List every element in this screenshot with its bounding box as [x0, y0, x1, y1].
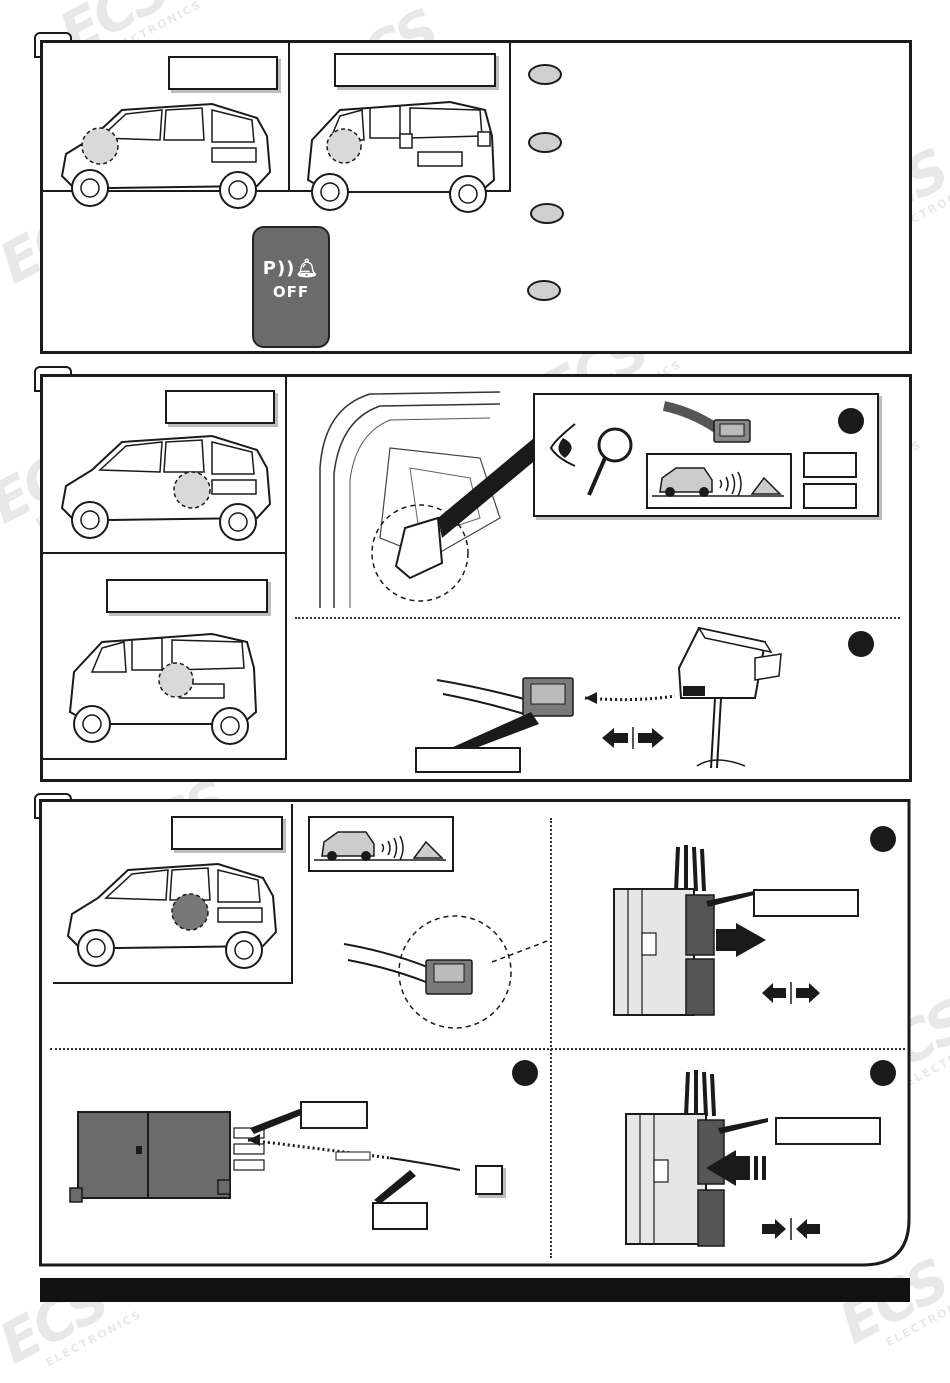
car-rear-illustration	[68, 632, 258, 745]
panel-2-divider	[43, 758, 287, 760]
panel-2-divider	[43, 552, 287, 554]
step-marker-oval	[528, 64, 562, 85]
step-number-badge	[838, 408, 864, 434]
step-marker-oval	[530, 203, 564, 224]
step-number-badge	[870, 826, 896, 852]
label-box	[775, 1117, 881, 1145]
magnifier-icon	[587, 427, 633, 496]
checkbox-square	[475, 1165, 503, 1195]
connector-label-box	[415, 747, 521, 773]
parking-sensor-scene-icon	[314, 831, 446, 861]
connector-release-illustration	[613, 845, 766, 1016]
panel-1-divider	[288, 43, 290, 191]
off-label: OFF	[272, 283, 310, 301]
model-label-box	[171, 816, 283, 850]
connector-harness-icon	[662, 401, 751, 443]
label-box	[803, 483, 857, 509]
panel-1-divider	[509, 43, 511, 191]
step-marker-oval	[528, 132, 562, 153]
disconnect-arrows-icon	[762, 982, 820, 1004]
car-rear-illustration	[306, 100, 496, 213]
step-number-badge	[512, 1060, 538, 1086]
car-rear-illustration	[66, 862, 278, 969]
step-number-badge	[848, 631, 874, 657]
model-label-box	[168, 56, 278, 90]
parking-sensor-off-button[interactable]: P))🔔︎ OFF	[252, 226, 330, 348]
parking-sensor-icon: P))🔔︎	[262, 258, 320, 279]
panel-2-divider	[285, 377, 287, 759]
step-marker-oval	[527, 280, 561, 301]
trunk-interior-illustration	[319, 391, 550, 608]
connector-lock-illustration	[625, 1070, 768, 1247]
control-unit-connection-illustration	[436, 626, 782, 769]
disconnect-arrows-icon	[602, 727, 664, 749]
panel-3-box	[53, 804, 293, 984]
model-label-box	[334, 53, 496, 87]
label-box	[803, 452, 857, 478]
module-insertion-illustration	[69, 1108, 461, 1204]
step-number-badge	[870, 1060, 896, 1086]
harness-connector-detail	[343, 915, 551, 1029]
label-box	[753, 889, 859, 917]
label-box	[372, 1202, 428, 1230]
connect-arrows-icon	[762, 1218, 820, 1240]
label-box	[300, 1101, 368, 1129]
footer-bar	[40, 1278, 910, 1302]
panel-2-dashed-separator	[295, 617, 900, 619]
model-label-box	[165, 390, 275, 424]
panel-3-dashed-separator	[50, 1048, 905, 1050]
car-rear-illustration	[60, 102, 272, 209]
panel-1-divider	[43, 190, 511, 192]
eye-icon	[549, 423, 576, 467]
model-label-box	[106, 579, 268, 613]
parking-sensor-scene-icon	[652, 467, 784, 497]
car-rear-illustration	[60, 434, 272, 541]
panel-3-dashed-separator	[550, 818, 552, 1258]
